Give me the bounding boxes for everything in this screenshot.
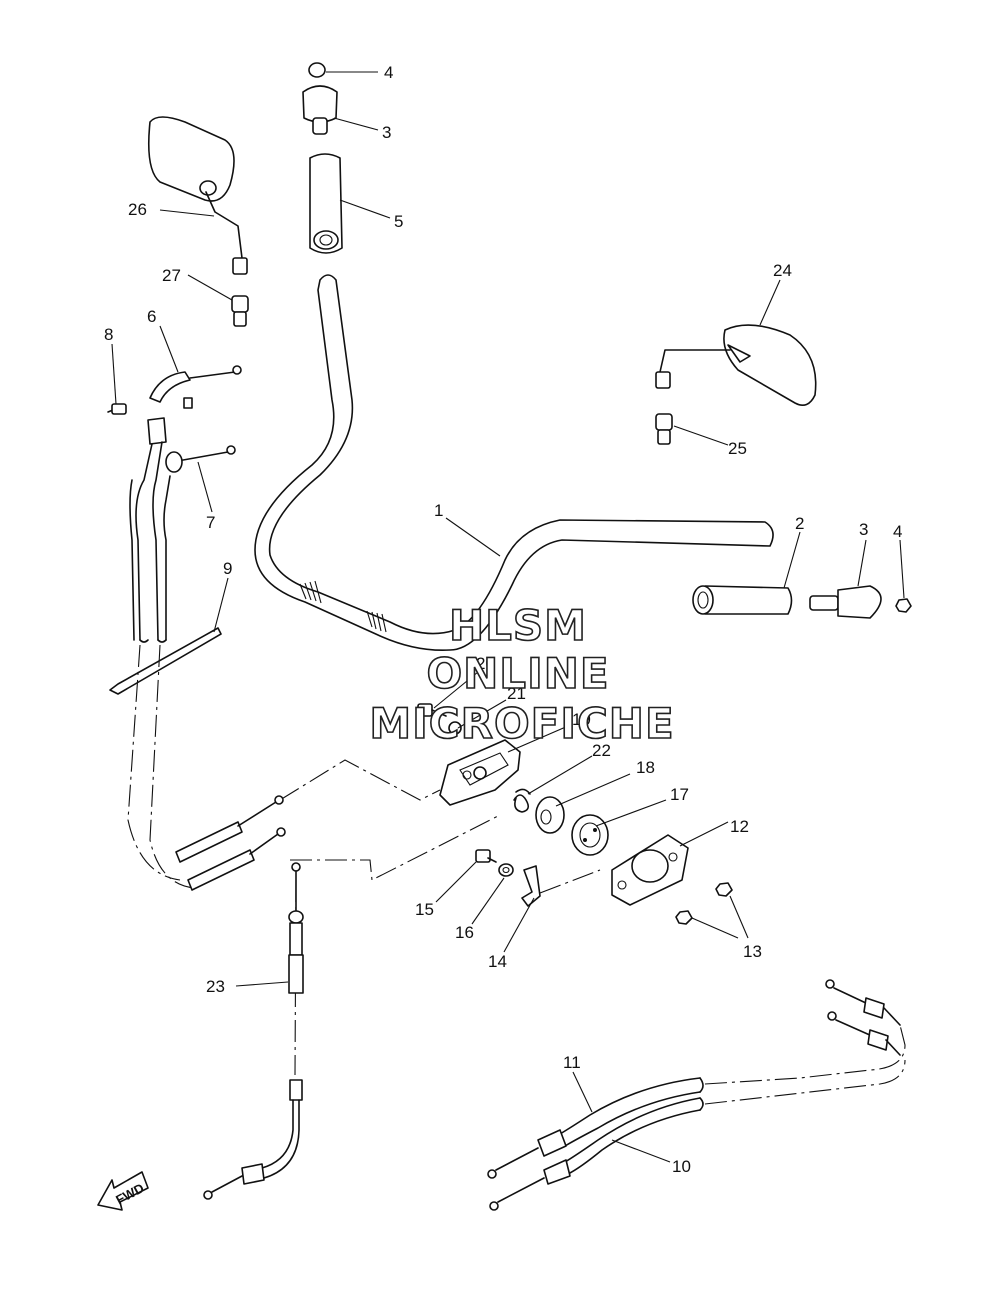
watermark: HLSM ONLINE MICROFICHE xyxy=(369,600,675,749)
callout-12: 12 xyxy=(730,817,749,836)
fwd-label: FWD xyxy=(113,1180,146,1207)
right-grip xyxy=(692,585,793,615)
left-mirror xyxy=(147,116,248,275)
callout-3: 3 xyxy=(382,123,391,142)
watermark-line-1: HLSM xyxy=(449,601,587,650)
callout-5: 5 xyxy=(394,212,403,231)
callout-13: 13 xyxy=(743,942,762,961)
screw-15 xyxy=(475,849,497,863)
switch-housing-upper xyxy=(439,739,521,806)
callout-19: 19 xyxy=(572,710,591,729)
callout-22: 22 xyxy=(592,741,611,760)
left-mirror-adapter xyxy=(231,295,249,327)
pulley-17 xyxy=(571,814,609,856)
callout-6: 6 xyxy=(147,307,156,326)
grip-end-top xyxy=(302,62,338,135)
callout-14: 14 xyxy=(488,952,507,971)
nuts-13 xyxy=(675,882,733,925)
callout-21: 21 xyxy=(507,684,526,703)
leader-lines xyxy=(111,71,905,1163)
handlebar xyxy=(254,274,774,652)
callout-27: 27 xyxy=(162,266,181,285)
spring-22 xyxy=(513,788,531,813)
callout-17: 17 xyxy=(670,785,689,804)
clutch-cable xyxy=(203,862,304,1200)
right-mirror-adapter xyxy=(655,413,673,445)
switch-housing-lower xyxy=(611,834,689,906)
nut-21 xyxy=(448,721,462,735)
callout-26: 26 xyxy=(128,200,147,219)
callout-2: 2 xyxy=(795,514,804,533)
callout-8: 8 xyxy=(104,325,113,344)
callout-9: 9 xyxy=(223,559,232,578)
callout-1: 1 xyxy=(434,501,443,520)
callout-24: 24 xyxy=(773,261,792,280)
callout-4b: 4 xyxy=(893,522,902,541)
throttle-cable-ends xyxy=(175,795,286,891)
pulley-18 xyxy=(535,796,565,834)
callout-11: 11 xyxy=(563,1053,581,1072)
throttle-cables xyxy=(107,365,242,695)
plate-14 xyxy=(521,865,541,907)
callout-18: 18 xyxy=(636,758,655,777)
callout-10: 10 xyxy=(672,1157,691,1176)
callout-3b: 3 xyxy=(859,520,868,539)
left-grip xyxy=(309,153,343,254)
callout-20: 20 xyxy=(476,654,495,673)
callout-7: 7 xyxy=(206,513,215,532)
right-mirror xyxy=(655,324,817,406)
throttle-cable-10-11 xyxy=(487,979,901,1211)
cable-routing-lines xyxy=(127,644,906,1105)
callout-4: 4 xyxy=(384,63,393,82)
washer-16 xyxy=(498,863,514,877)
callout-23: 23 xyxy=(206,977,225,996)
watermark-line-3: MICROFICHE xyxy=(369,699,674,748)
callout-25: 25 xyxy=(728,439,747,458)
callout-16: 16 xyxy=(455,923,474,942)
watermark-line-2: ONLINE xyxy=(426,649,609,698)
screw-20 xyxy=(417,703,447,717)
grip-end-right xyxy=(809,585,912,619)
callout-labels: 4 3 5 26 27 6 8 7 9 1 2 3 4 24 25 20 21 … xyxy=(104,63,902,1176)
callout-15: 15 xyxy=(415,900,434,919)
fwd-arrow-icon: FWD xyxy=(97,1171,149,1211)
